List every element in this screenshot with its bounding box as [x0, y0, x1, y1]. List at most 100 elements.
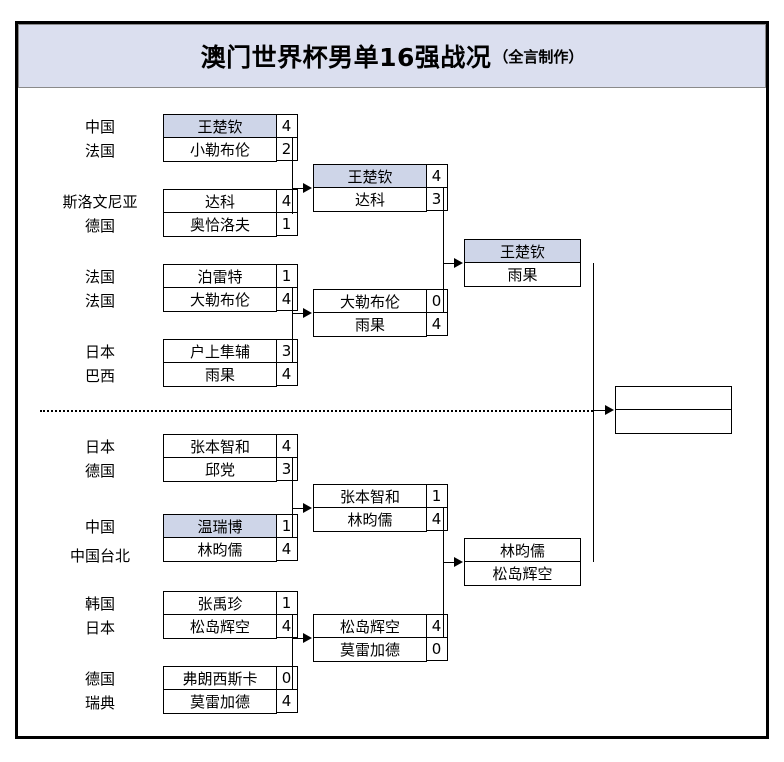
- player-score: 1: [276, 514, 298, 538]
- player-score: [580, 561, 602, 585]
- match-slot[interactable]: 林昀儒 4: [163, 537, 298, 562]
- player-score: 4: [426, 312, 448, 336]
- match-slot[interactable]: 王楚钦 4: [163, 114, 298, 138]
- country-label: 法国: [84, 292, 115, 310]
- player-score: 2: [276, 137, 298, 161]
- player-score: 1: [276, 264, 298, 288]
- player-score: 4: [276, 614, 298, 638]
- player-name: 王楚钦: [197, 117, 243, 136]
- player-score: 0: [426, 289, 448, 313]
- player-score: 4: [276, 434, 298, 458]
- country-label: 中国: [84, 118, 115, 136]
- match-slot[interactable]: 户上隼辅 3: [163, 339, 298, 363]
- connector-line: [593, 410, 608, 411]
- player-name: 松岛辉空: [339, 617, 400, 636]
- connector-line: [292, 508, 305, 509]
- match-slot[interactable]: 雨果 4: [313, 312, 448, 337]
- country-label: 德国: [84, 462, 115, 480]
- country-label: 韩国: [84, 595, 115, 613]
- connector-line: [593, 263, 594, 562]
- player-name: 莫雷加德: [189, 693, 250, 711]
- match-box[interactable]: 松岛辉空 4 莫雷加德 0: [313, 614, 448, 662]
- player-name: 温瑞博: [197, 517, 243, 536]
- match-slot[interactable]: 弗朗西斯卡 0: [163, 666, 298, 690]
- match-box[interactable]: 张禹珍 1 松岛辉空 4: [163, 591, 298, 639]
- player-name: 张禹珍: [197, 594, 243, 613]
- match-slot[interactable]: 大勒布伦 4: [163, 287, 298, 312]
- match-slot[interactable]: 大勒布伦 0: [313, 289, 448, 313]
- match-slot[interactable]: 王楚钦 4: [313, 164, 448, 188]
- connector-line: [292, 188, 305, 189]
- player-name: 大勒布伦: [339, 292, 400, 311]
- match-slot[interactable]: 林昀儒 4: [313, 507, 448, 532]
- connector-line: [292, 138, 293, 214]
- match-slot[interactable]: 莫雷加德 0: [313, 637, 448, 662]
- player-score: 1: [276, 212, 298, 236]
- match-slot[interactable]: 温瑞博 1: [163, 514, 298, 538]
- match-slot[interactable]: 泊雷特 1: [163, 264, 298, 288]
- match-box[interactable]: 大勒布伦 0 雨果 4: [313, 289, 448, 337]
- match-box[interactable]: 王楚钦 4 达科 3: [313, 164, 448, 212]
- match-slot[interactable]: 奥恰洛夫 1: [163, 212, 298, 237]
- player-score: 4: [426, 614, 448, 638]
- match-box[interactable]: 弗朗西斯卡 0 莫雷加德 4: [163, 666, 298, 714]
- player-name: 莫雷加德: [339, 641, 400, 659]
- match-box[interactable]: 张本智和 1 林昀儒 4: [313, 484, 448, 532]
- match-box[interactable]: 王楚钦 4 小勒布伦 2: [163, 114, 298, 162]
- connector-line: [292, 458, 293, 538]
- country-label: 巴西: [84, 367, 115, 385]
- match-slot[interactable]: 林昀儒: [464, 538, 581, 562]
- connector-arrow: [303, 308, 312, 318]
- connector-arrow: [605, 405, 614, 415]
- final-match-box[interactable]: [615, 386, 732, 434]
- player-score: 1: [276, 591, 298, 615]
- match-slot[interactable]: 松岛辉空: [464, 562, 581, 586]
- player-name: 达科: [204, 192, 235, 211]
- match-slot[interactable]: 莫雷加德 4: [163, 689, 298, 714]
- match-box[interactable]: 泊雷特 1 大勒布伦 4: [163, 264, 298, 312]
- player-score: 4: [276, 189, 298, 213]
- player-name: 雨果: [204, 366, 235, 384]
- match-box[interactable]: 林昀儒 松岛辉空: [464, 538, 581, 586]
- match-slot[interactable]: 雨果 4: [163, 362, 298, 387]
- country-label: 日本: [84, 343, 115, 361]
- match-slot[interactable]: 达科 3: [313, 187, 448, 212]
- player-score: 1: [426, 484, 448, 508]
- match-slot[interactable]: 小勒布伦 2: [163, 137, 298, 162]
- player-score: [580, 239, 602, 263]
- country-label: 中国: [84, 518, 115, 536]
- player-name: 张本智和: [189, 437, 250, 456]
- title-main-text: 澳门世界杯男单16强战况: [200, 43, 492, 72]
- connector-line: [292, 288, 293, 363]
- match-slot[interactable]: [615, 410, 732, 434]
- match-box[interactable]: 达科 4 奥恰洛夫 1: [163, 189, 298, 237]
- match-slot[interactable]: [615, 386, 732, 410]
- connector-arrow: [454, 557, 463, 567]
- connector-line: [443, 562, 456, 563]
- match-slot[interactable]: 松岛辉空 4: [163, 614, 298, 639]
- player-score: 4: [276, 537, 298, 561]
- country-label: 日本: [84, 438, 115, 456]
- match-slot[interactable]: 松岛辉空 4: [313, 614, 448, 638]
- match-box[interactable]: 温瑞博 1 林昀儒 4: [163, 514, 298, 562]
- player-score: 4: [426, 164, 448, 188]
- player-name: 户上隼辅: [189, 342, 250, 361]
- match-slot[interactable]: 邱党 3: [163, 457, 298, 482]
- match-slot[interactable]: 雨果: [464, 263, 581, 287]
- country-label: 斯洛文尼亚: [62, 193, 138, 211]
- player-name: 王楚钦: [347, 167, 393, 186]
- match-slot[interactable]: 王楚钦: [464, 239, 581, 263]
- player-name: 王楚钦: [499, 242, 545, 261]
- connector-arrow: [303, 183, 312, 193]
- match-box[interactable]: 王楚钦 雨果: [464, 239, 581, 287]
- match-box[interactable]: 张本智和 4 邱党 3: [163, 434, 298, 482]
- player-score: 3: [426, 187, 448, 211]
- match-slot[interactable]: 达科 4: [163, 189, 298, 213]
- match-slot[interactable]: 张本智和 1: [313, 484, 448, 508]
- player-score: [580, 262, 602, 286]
- country-label: 日本: [84, 619, 115, 637]
- match-slot[interactable]: 张本智和 4: [163, 434, 298, 458]
- match-box[interactable]: 户上隼辅 3 雨果 4: [163, 339, 298, 387]
- match-slot[interactable]: 张禹珍 1: [163, 591, 298, 615]
